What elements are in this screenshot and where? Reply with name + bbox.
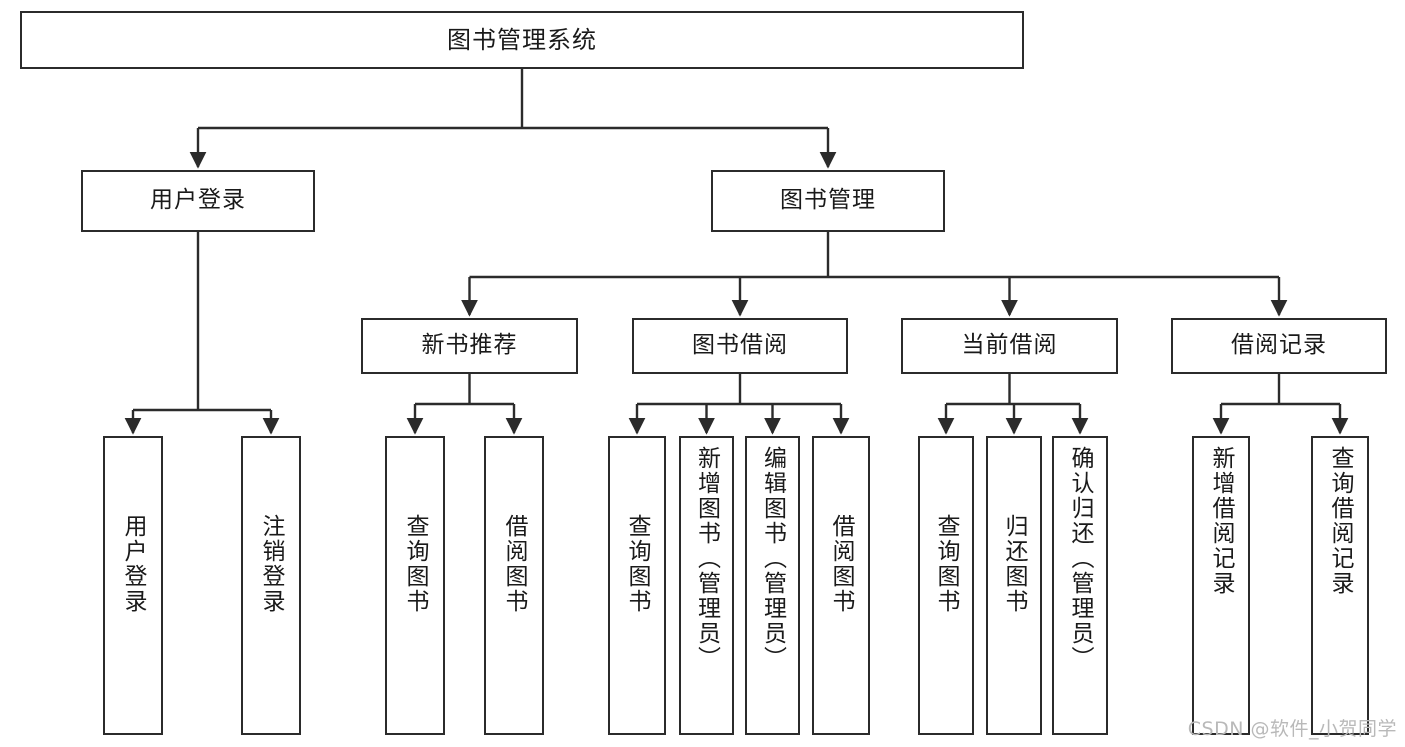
node-label-leaf-logout: 注销登录 <box>258 514 285 614</box>
node-leaf-query-book[interactable]: 查询图书 <box>608 436 666 735</box>
node-label-leaf-query-book: 查询图书 <box>624 514 651 614</box>
node-label-leaf-query-book-cur: 查询图书 <box>933 514 960 614</box>
node-leaf-add-book-admin[interactable]: 新增图书（管理员） <box>679 436 734 735</box>
node-label-leaf-user-login: 用户登录 <box>120 514 147 614</box>
node-label-leaf-add-borrow-record: 新增借阅记录 <box>1208 446 1235 596</box>
node-label-leaf-add-book-admin: 新增图书（管理员） <box>693 446 720 671</box>
node-leaf-confirm-return-admin[interactable]: 确认归还（管理员） <box>1052 436 1108 735</box>
node-label-leaf-borrow-book: 借阅图书 <box>828 514 855 614</box>
node-root[interactable]: 图书管理系统 <box>20 11 1024 69</box>
node-label-user-login: 用户登录 <box>150 187 246 214</box>
node-label-root: 图书管理系统 <box>447 25 597 54</box>
node-leaf-return-book[interactable]: 归还图书 <box>986 436 1042 735</box>
node-label-leaf-query-book-rec: 查询图书 <box>402 514 429 614</box>
node-label-leaf-borrow-book-rec: 借阅图书 <box>501 514 528 614</box>
node-label-current-borrow: 当前借阅 <box>961 332 1058 359</box>
node-label-new-book-recommend: 新书推荐 <box>421 332 518 359</box>
node-leaf-query-borrow-record[interactable]: 查询借阅记录 <box>1311 436 1369 735</box>
node-leaf-edit-book-admin[interactable]: 编辑图书（管理员） <box>745 436 800 735</box>
node-label-leaf-edit-book-admin: 编辑图书（管理员） <box>759 446 786 671</box>
node-book-management[interactable]: 图书管理 <box>711 170 945 232</box>
node-leaf-user-login[interactable]: 用户登录 <box>103 436 163 735</box>
node-leaf-logout[interactable]: 注销登录 <box>241 436 301 735</box>
node-user-login[interactable]: 用户登录 <box>81 170 315 232</box>
node-label-borrow-records: 借阅记录 <box>1231 332 1327 359</box>
node-leaf-query-book-rec[interactable]: 查询图书 <box>385 436 445 735</box>
node-label-book-management: 图书管理 <box>780 187 876 214</box>
node-borrow-records[interactable]: 借阅记录 <box>1171 318 1387 374</box>
node-current-borrow[interactable]: 当前借阅 <box>901 318 1118 374</box>
node-leaf-borrow-book[interactable]: 借阅图书 <box>812 436 870 735</box>
node-leaf-borrow-book-rec[interactable]: 借阅图书 <box>484 436 544 735</box>
node-label-leaf-confirm-return-admin: 确认归还（管理员） <box>1067 446 1094 671</box>
node-leaf-query-book-cur[interactable]: 查询图书 <box>918 436 974 735</box>
node-label-book-borrow: 图书借阅 <box>692 332 788 359</box>
node-new-book-recommend[interactable]: 新书推荐 <box>361 318 578 374</box>
node-label-leaf-return-book: 归还图书 <box>1001 514 1028 614</box>
node-leaf-add-borrow-record[interactable]: 新增借阅记录 <box>1192 436 1250 735</box>
connector-lines <box>124 69 1349 435</box>
node-book-borrow[interactable]: 图书借阅 <box>632 318 848 374</box>
node-label-leaf-query-borrow-record: 查询借阅记录 <box>1327 446 1354 596</box>
